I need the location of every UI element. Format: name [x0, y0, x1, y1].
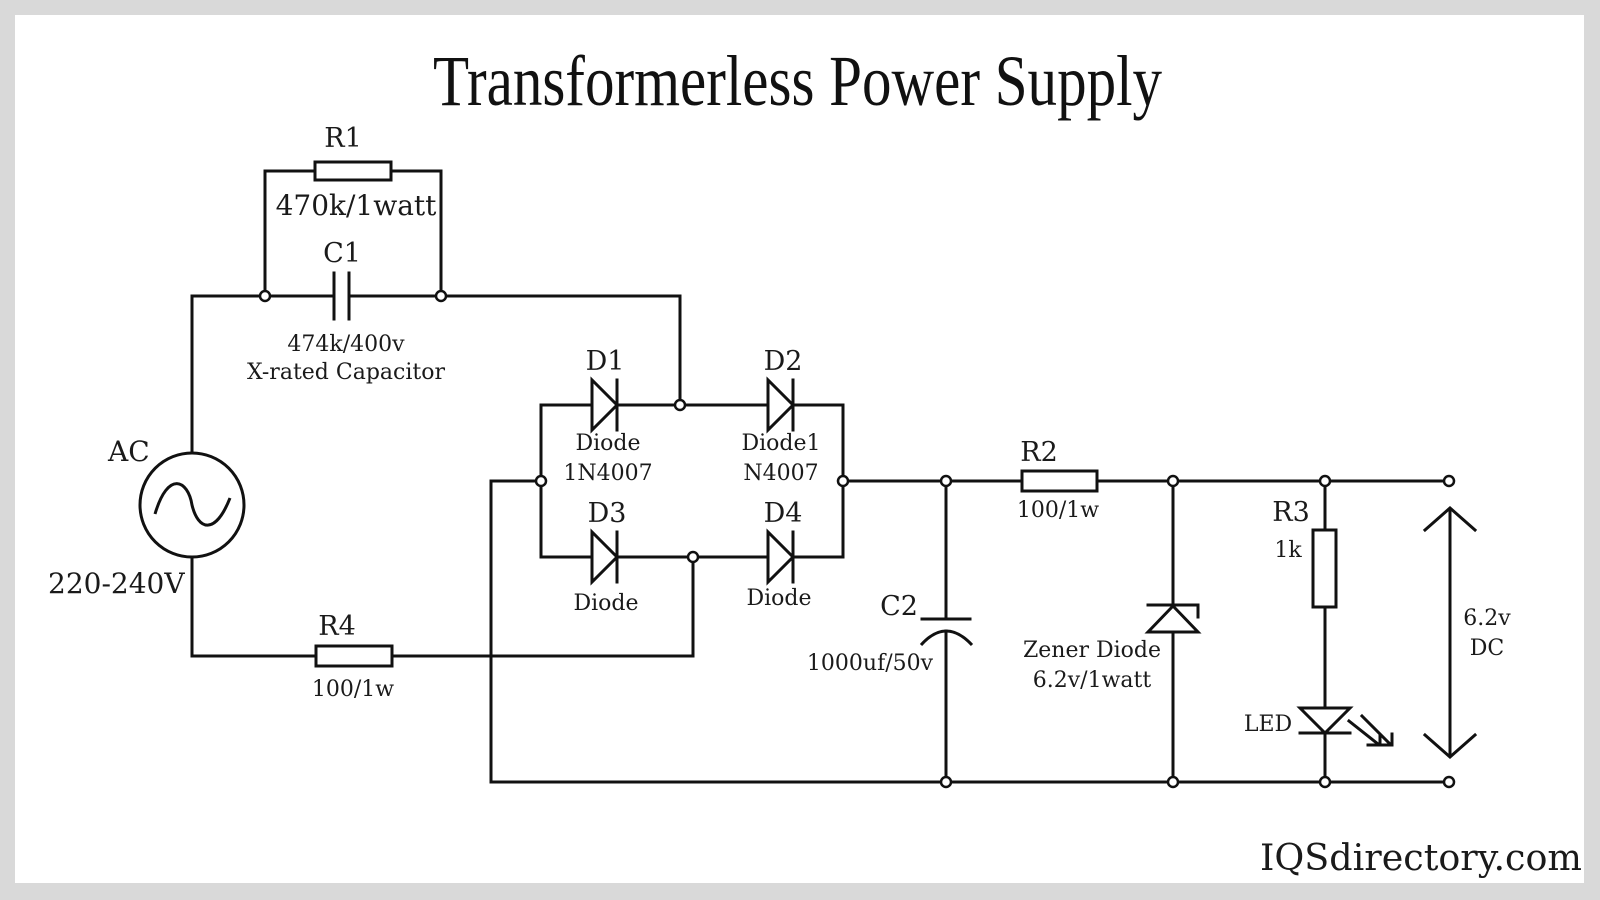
wire-c1-right: [347, 294, 682, 407]
led-label: LED: [1244, 712, 1292, 737]
wire-ac-bottom: [190, 555, 318, 658]
diode-d3: [590, 528, 620, 586]
output-voltage-arrow: [1422, 506, 1478, 759]
d3-label: D3: [588, 498, 627, 529]
resistor-r2: [1020, 469, 1099, 493]
node: [1318, 775, 1332, 789]
c1-label: C1: [323, 238, 361, 269]
resistor-r1: [313, 160, 393, 182]
r3-value: 1k: [1274, 538, 1302, 563]
d2-type: Diode1: [741, 431, 820, 456]
node: [258, 289, 272, 303]
node: [434, 289, 448, 303]
node: [836, 474, 850, 488]
resistor-r3: [1311, 528, 1338, 609]
node: [939, 474, 953, 488]
zener-diode: [1144, 603, 1202, 634]
diode-d1: [590, 376, 620, 434]
c2-label: C2: [880, 591, 918, 622]
light-emission-arrows-icon: [1346, 713, 1394, 747]
diagram-title: Transformerless Power Supply: [433, 41, 1162, 121]
c2-value: 1000uf/50v: [807, 651, 934, 676]
junction-nodes: [258, 289, 1456, 789]
output-terminal-negative: [1442, 775, 1456, 789]
wire-r1-right: [389, 169, 443, 298]
output-terminal-positive: [1442, 474, 1456, 488]
capacitor-c1: [332, 271, 351, 321]
node: [1166, 474, 1180, 488]
led-symbol: [1296, 706, 1394, 747]
r4-label: R4: [318, 611, 356, 642]
node: [673, 398, 687, 412]
c1-value: 474k/400v: [287, 332, 405, 357]
capacitor-c2: [919, 617, 974, 647]
output-voltage: 6.2v: [1463, 606, 1511, 631]
d2-label: D2: [764, 346, 803, 377]
ac-voltage-label: 220-240V: [48, 567, 185, 600]
d4-type: Diode: [746, 586, 811, 611]
r1-value: 470k/1watt: [276, 189, 438, 222]
brand-watermark: IQSdirectory.com: [1260, 838, 1582, 879]
d4-label: D4: [764, 498, 803, 529]
diagram-panel: [15, 15, 1584, 883]
wire-r1-left: [263, 169, 317, 298]
output-type: DC: [1470, 636, 1504, 661]
r2-value: 100/1w: [1017, 498, 1099, 523]
resistor-r4: [314, 644, 394, 668]
wire-ac-top: [190, 294, 336, 455]
d1-part: 1N4007: [563, 461, 652, 486]
node: [939, 775, 953, 789]
ac-label: AC: [107, 435, 150, 468]
r2-label: R2: [1020, 437, 1058, 468]
r1-label: R1: [324, 123, 362, 154]
r3-label: R3: [1272, 497, 1310, 528]
d1-label: D1: [586, 346, 625, 377]
wire-negative-return: [489, 479, 1451, 784]
d1-type: Diode: [575, 431, 640, 456]
ac-source-symbol: [138, 451, 246, 559]
sine-wave-icon: [153, 482, 232, 527]
diode-d4: [766, 528, 796, 586]
d3-type: Diode: [573, 591, 638, 616]
node: [1166, 775, 1180, 789]
c1-note: X-rated Capacitor: [247, 360, 445, 385]
d2-part: N4007: [743, 461, 818, 486]
zener-value: 6.2v/1watt: [1033, 668, 1152, 693]
node: [686, 550, 700, 564]
zener-label: Zener Diode: [1023, 638, 1161, 663]
node: [534, 474, 548, 488]
diode-d2: [766, 376, 796, 434]
wire-r4-right: [390, 555, 695, 658]
node: [1318, 474, 1332, 488]
r4-value: 100/1w: [312, 677, 394, 702]
